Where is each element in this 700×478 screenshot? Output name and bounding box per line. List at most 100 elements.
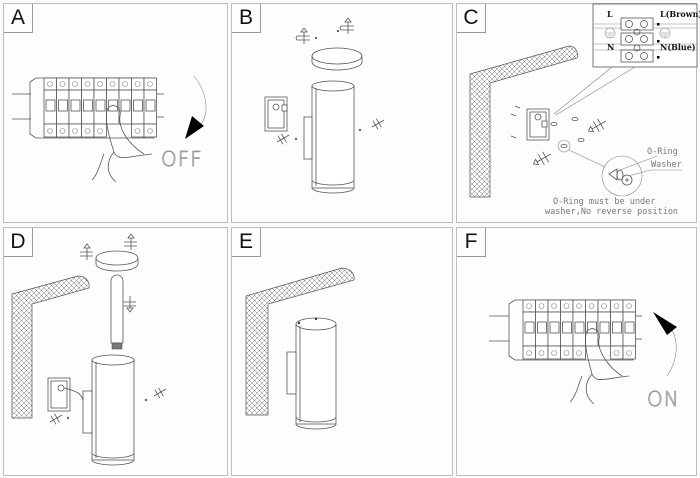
terminal-screw-icon (626, 303, 632, 309)
breaker-top-terminal (81, 77, 95, 91)
breaker-toggle (133, 99, 143, 112)
terminal-screw-icon (84, 128, 91, 134)
terminal-screw-icon (122, 81, 128, 87)
breaker-toggle (537, 321, 547, 334)
breaker-top-terminal (43, 77, 57, 91)
breaker-top-terminal (68, 77, 82, 91)
screw-icon (144, 398, 148, 402)
oring-note-line2: washer,No reverse position (545, 207, 678, 217)
breaker-top-terminal (547, 299, 561, 313)
step-label-b: B (232, 4, 261, 33)
screw-rotate-icon (587, 118, 607, 133)
tube-bulb (110, 274, 124, 350)
terminal-screw-icon (551, 350, 557, 356)
breaker-toggle (562, 321, 572, 334)
step-label-a: A (4, 4, 33, 33)
step-label-c: C (457, 4, 486, 33)
terminal-block-inset: L N L(Brown) N(Blue) (553, 3, 700, 116)
panel-d: D (3, 227, 228, 476)
breaker-toggle (58, 99, 68, 112)
breaker-on-illustration: ON (489, 299, 679, 411)
screw-rotate-icon (49, 413, 63, 425)
disassembly-illustration (264, 17, 385, 194)
oring-note-line1: O-Ring must be under (553, 197, 655, 207)
terminal-screw-icon (97, 128, 103, 134)
lamp-body (303, 80, 355, 194)
lamp-cap (311, 47, 363, 71)
breaker-toggle (574, 321, 585, 334)
terminal-screw-icon (576, 303, 582, 309)
panel-c: C L N L(Brown) N(Blue) (456, 3, 700, 223)
terminal-screw-icon (551, 303, 557, 309)
breaker-top-terminal (106, 77, 120, 91)
bulb-installation-illustration (11, 233, 167, 466)
breaker-bottom-terminal (93, 123, 107, 138)
terminal-screw-icon (147, 81, 153, 87)
breaker-toggle (83, 99, 93, 112)
arrow-down-icon (185, 116, 204, 139)
mounting-bracket (526, 108, 550, 141)
terminal-screw-icon (72, 128, 78, 134)
arrow-up-icon (653, 312, 677, 335)
terminal-screw-icon (59, 128, 66, 134)
wall-plug-set (510, 105, 585, 153)
breaker-toggle (612, 321, 622, 334)
breaker-housing (29, 77, 155, 139)
breaker-toggle (599, 321, 610, 334)
oring-callout-label: O-Ring (647, 147, 678, 157)
terminal-screw-icon (563, 350, 570, 356)
terminal-screw-icon (47, 81, 53, 87)
terminal-screw-icon (47, 128, 53, 134)
circuit-breaker-panel (508, 299, 636, 361)
earth-icon (604, 27, 616, 39)
breaker-bottom-terminal (143, 123, 157, 138)
breaker-top-terminal (622, 299, 636, 313)
washer-detail-callout: O-Ring Washer (601, 147, 682, 197)
panel-f: F ON (456, 227, 697, 476)
panel-b: B (231, 3, 453, 223)
step-label-d: D (4, 228, 33, 257)
breaker-bottom-terminal (547, 345, 561, 360)
terminal-label-neutral-left: N (607, 42, 614, 52)
earth-icon (659, 27, 671, 39)
terminal-screw-icon (613, 350, 620, 356)
mounting-bracket (47, 377, 84, 412)
breaker-bottom-terminal (68, 123, 82, 138)
breaker-toggle (145, 99, 156, 112)
breaker-bottom-terminal (622, 345, 636, 360)
breaker-bottom-terminal (535, 345, 549, 360)
breaker-top-terminal (585, 299, 599, 313)
screw-icon (294, 137, 298, 141)
breaker-top-terminal (118, 77, 132, 91)
screw-icon (315, 37, 317, 39)
screw-icon (66, 416, 70, 420)
breaker-top-terminal (597, 299, 611, 313)
circuit-breaker-panel (29, 77, 157, 139)
breaker-toggle (95, 99, 106, 112)
power-off-text: OFF (161, 147, 203, 171)
breaker-toggle (45, 99, 56, 112)
breaker-toggle (70, 99, 81, 112)
step-label-e: E (232, 228, 261, 257)
breaker-bottom-terminal (43, 123, 57, 138)
breaker-top-terminal (535, 299, 549, 313)
terminal-screw-icon (538, 350, 545, 356)
terminal-label-live-right: L(Brown) (660, 9, 700, 19)
breaker-bottom-terminal (522, 345, 536, 360)
screw-rotate-icon (339, 17, 354, 34)
step-label-f: F (457, 228, 486, 257)
screw-rotate-icon (153, 387, 167, 399)
screw-rotate-icon (276, 133, 290, 145)
rotation-arrow-curve (193, 75, 207, 125)
screw-rotate-icon (532, 151, 552, 166)
terminal-screw-icon (563, 303, 570, 309)
breaker-toggle (524, 321, 535, 334)
terminal-screw-icon (613, 303, 620, 309)
panel-e: E (231, 227, 453, 476)
terminal-screw-icon (134, 81, 141, 87)
breaker-housing (508, 299, 634, 361)
breaker-toggle (624, 321, 635, 334)
breaker-top-terminal (143, 77, 157, 91)
screw-rotate-icon (80, 243, 93, 260)
terminal-screw-icon (576, 350, 582, 356)
